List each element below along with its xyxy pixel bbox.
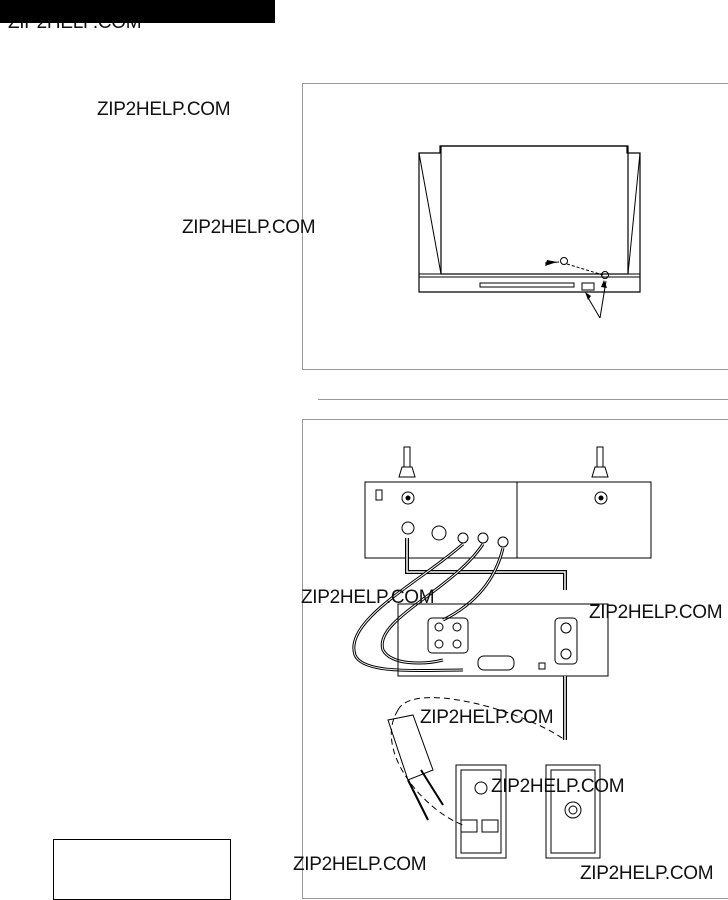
connection-diagram-drawing xyxy=(352,446,652,859)
header-bar xyxy=(0,0,275,23)
watermark-diagram-lower: ZIP2HELP.COM xyxy=(491,776,625,797)
note-box xyxy=(53,839,231,900)
tv-front-figure xyxy=(302,83,728,370)
watermark-middle-left: ZIP2HELP.COM xyxy=(182,217,316,238)
watermark-top: ZIP2HELP.COM xyxy=(8,23,141,34)
watermark-diagram-left: ZIP2HELP.COM xyxy=(301,587,435,608)
watermark-upper-left: ZIP2HELP.COM xyxy=(97,99,231,120)
watermark-bottom-left: ZIP2HELP.COM xyxy=(293,854,427,875)
watermark-bottom-right: ZIP2HELP.COM xyxy=(580,863,714,884)
watermark-diagram-center: ZIP2HELP.COM xyxy=(420,707,554,728)
section-divider xyxy=(318,399,728,400)
watermark-diagram-right: ZIP2HELP.COM xyxy=(589,602,723,623)
connection-diagram-figure xyxy=(302,419,728,899)
tv-front-drawing xyxy=(418,145,641,319)
